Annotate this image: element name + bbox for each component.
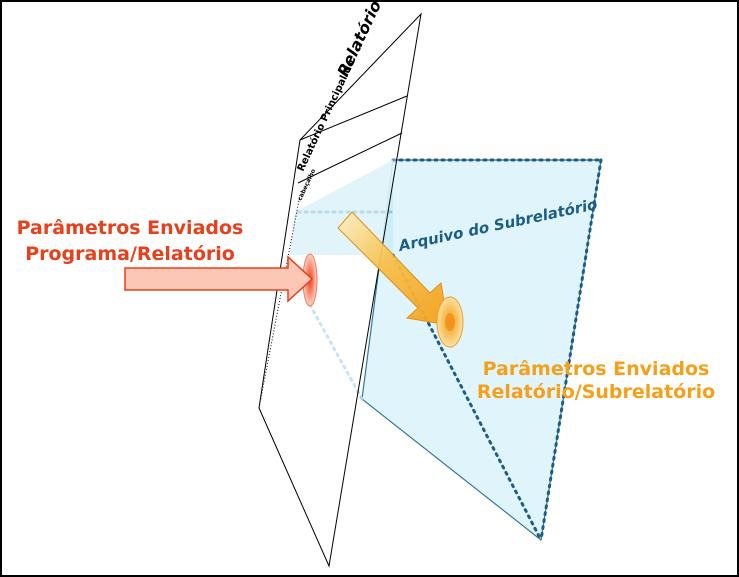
subreport-params-line1: Parâmetros Enviados bbox=[483, 358, 710, 380]
program-params-line2: Programa/Relatório bbox=[25, 243, 235, 265]
main-report-dotted-left-edge bbox=[258, 194, 301, 409]
program-parameter-arrow bbox=[124, 255, 314, 303]
subreport-diagonal-edge bbox=[391, 253, 543, 542]
projection-bottom-link bbox=[308, 303, 364, 401]
main-report-header-line bbox=[299, 95, 408, 141]
main-report-header-line bbox=[297, 132, 403, 184]
subreport-params-line2: Relatório/Subrelatório bbox=[477, 381, 715, 403]
subreport-parameter-target-inner bbox=[445, 313, 455, 331]
program-params-line1: Parâmetros Enviados bbox=[17, 217, 244, 239]
subreport-right-edge bbox=[539, 158, 603, 542]
